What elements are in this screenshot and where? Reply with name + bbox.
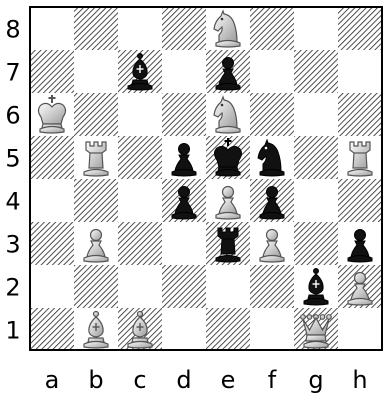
square-d7[interactable] bbox=[162, 50, 206, 93]
square-d8[interactable] bbox=[162, 7, 206, 50]
file-label: f bbox=[268, 366, 277, 394]
file-label: g bbox=[308, 366, 323, 394]
square-f8[interactable] bbox=[250, 7, 294, 50]
square-a1[interactable] bbox=[30, 308, 74, 351]
square-a8[interactable] bbox=[30, 7, 74, 50]
square-e1[interactable] bbox=[206, 308, 250, 351]
square-h1[interactable] bbox=[338, 308, 382, 351]
square-c4[interactable] bbox=[118, 179, 162, 222]
square-e2[interactable] bbox=[206, 265, 250, 308]
square-g5[interactable] bbox=[294, 136, 338, 179]
square-b8[interactable] bbox=[74, 7, 118, 50]
square-h4[interactable] bbox=[338, 179, 382, 222]
square-d1[interactable] bbox=[162, 308, 206, 351]
file-label: a bbox=[45, 366, 60, 394]
file-label: d bbox=[176, 366, 191, 394]
square-b2[interactable] bbox=[74, 265, 118, 308]
square-b4[interactable] bbox=[74, 179, 118, 222]
square-d2[interactable] bbox=[162, 265, 206, 308]
square-c5[interactable] bbox=[118, 136, 162, 179]
file-label: b bbox=[88, 366, 103, 394]
square-a2[interactable] bbox=[30, 265, 74, 308]
square-h7[interactable] bbox=[338, 50, 382, 93]
rank-label: 6 bbox=[5, 102, 20, 130]
square-f2[interactable] bbox=[250, 265, 294, 308]
square-h8[interactable] bbox=[338, 7, 382, 50]
square-d3[interactable] bbox=[162, 222, 206, 265]
square-f6[interactable] bbox=[250, 93, 294, 136]
rank-label: 8 bbox=[5, 16, 20, 44]
square-c6[interactable] bbox=[118, 93, 162, 136]
file-label: e bbox=[221, 366, 236, 394]
square-b6[interactable] bbox=[74, 93, 118, 136]
square-c3[interactable] bbox=[118, 222, 162, 265]
square-c8[interactable] bbox=[118, 7, 162, 50]
square-c2[interactable] bbox=[118, 265, 162, 308]
square-d6[interactable] bbox=[162, 93, 206, 136]
rank-label: 1 bbox=[5, 317, 20, 345]
chess-board bbox=[30, 7, 382, 351]
square-a3[interactable] bbox=[30, 222, 74, 265]
file-label: c bbox=[133, 366, 146, 394]
square-a4[interactable] bbox=[30, 179, 74, 222]
square-a7[interactable] bbox=[30, 50, 74, 93]
rank-label: 7 bbox=[5, 59, 20, 87]
square-b7[interactable] bbox=[74, 50, 118, 93]
square-f7[interactable] bbox=[250, 50, 294, 93]
square-g4[interactable] bbox=[294, 179, 338, 222]
rank-label: 4 bbox=[5, 188, 20, 216]
file-label: h bbox=[352, 366, 367, 394]
rank-label: 5 bbox=[5, 145, 20, 173]
square-h6[interactable] bbox=[338, 93, 382, 136]
square-g6[interactable] bbox=[294, 93, 338, 136]
square-g8[interactable] bbox=[294, 7, 338, 50]
rank-label: 3 bbox=[5, 231, 20, 259]
square-a5[interactable] bbox=[30, 136, 74, 179]
square-f1[interactable] bbox=[250, 308, 294, 351]
rank-label: 2 bbox=[5, 274, 20, 302]
square-g3[interactable] bbox=[294, 222, 338, 265]
square-g7[interactable] bbox=[294, 50, 338, 93]
